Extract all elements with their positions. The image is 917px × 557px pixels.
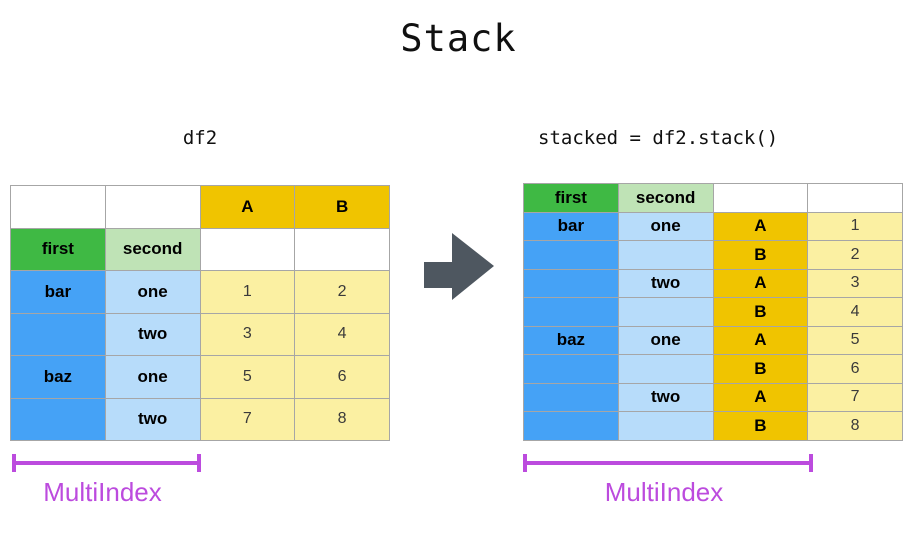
page-title: Stack	[400, 17, 517, 60]
table-cell: bar	[10, 270, 106, 314]
table-cell: 7	[807, 382, 903, 412]
table-cell: 1	[199, 270, 296, 314]
table-cell: A	[712, 211, 809, 241]
table-cell: B	[712, 297, 809, 327]
table-cell: one	[104, 355, 201, 399]
table-cell: second	[617, 183, 714, 213]
table-cell: 6	[294, 355, 390, 399]
table-cell: 5	[807, 325, 903, 355]
table-cell: A	[712, 268, 809, 298]
table-cell	[617, 297, 714, 327]
table-cell: baz	[523, 325, 619, 355]
right-multiindex-label: MultiIndex	[604, 477, 724, 507]
table-cell: 1	[807, 211, 903, 241]
table-cell: B	[712, 354, 809, 384]
table-cell: two	[104, 312, 201, 356]
table-cell	[523, 411, 619, 441]
table-cell: two	[617, 382, 714, 412]
table-cell	[523, 354, 619, 384]
table-cell: one	[617, 211, 714, 241]
table-cell	[10, 312, 106, 356]
table-cell	[617, 411, 714, 441]
table-cell	[104, 185, 201, 229]
table-cell: 5	[199, 355, 296, 399]
left-multiindex-bracket	[12, 454, 201, 472]
table-cell: baz	[10, 355, 106, 399]
table-cell	[523, 240, 619, 270]
table-cell	[10, 397, 106, 441]
table-cell: 4	[294, 312, 390, 356]
left-multiindex-label: MultiIndex	[43, 477, 162, 507]
right-multiindex-bracket	[523, 454, 813, 472]
table-cell: 7	[199, 397, 296, 441]
table-cell: 2	[294, 270, 390, 314]
table-cell: B	[712, 240, 809, 270]
table-cell	[712, 183, 809, 213]
table-cell: 3	[807, 268, 903, 298]
table-cell: bar	[523, 211, 619, 241]
table-cell	[523, 382, 619, 412]
right-block-arrow-icon	[424, 232, 495, 301]
table-cell: 3	[199, 312, 296, 356]
table-cell	[617, 354, 714, 384]
table-cell: B	[712, 411, 809, 441]
table-cell: one	[104, 270, 201, 314]
table-cell: 6	[807, 354, 903, 384]
table-cell: two	[104, 397, 201, 441]
table-cell: two	[617, 268, 714, 298]
table-cell	[523, 268, 619, 298]
table-cell: B	[294, 185, 390, 229]
table-cell: 2	[807, 240, 903, 270]
table-cell	[807, 183, 903, 213]
stacked-table-label: stacked = df2.stack()	[538, 127, 779, 149]
df2-table-label: df2	[182, 127, 218, 149]
table-cell: A	[712, 325, 809, 355]
table-cell: first	[10, 227, 106, 271]
table-cell	[294, 227, 390, 271]
table-cell	[523, 297, 619, 327]
table-cell: A	[199, 185, 296, 229]
table-cell: 8	[294, 397, 390, 441]
table-cell	[617, 240, 714, 270]
table-cell: 8	[807, 411, 903, 441]
table-cell: A	[712, 382, 809, 412]
table-cell: second	[104, 227, 201, 271]
table-cell	[10, 185, 106, 229]
table-cell	[199, 227, 296, 271]
table-cell: one	[617, 325, 714, 355]
table-cell: 4	[807, 297, 903, 327]
table-cell: first	[523, 183, 619, 213]
